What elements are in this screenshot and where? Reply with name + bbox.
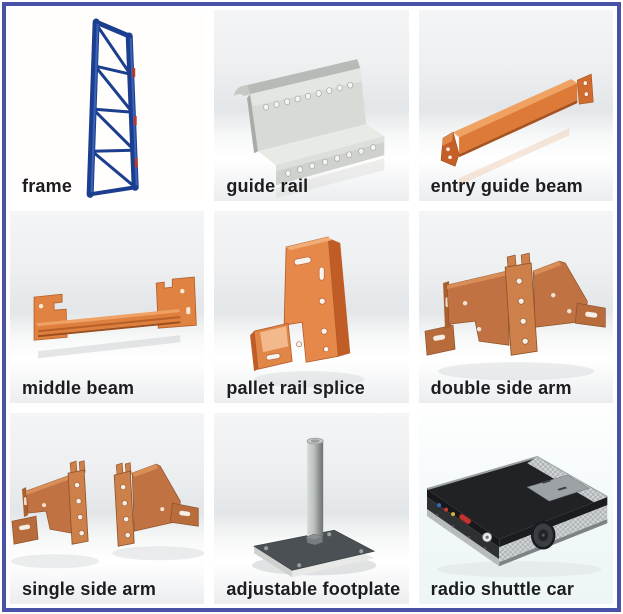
single-side-arm-product-image <box>10 413 205 604</box>
pallet-rail-splice-product-image <box>214 211 408 402</box>
pallet-rail-splice-illustration <box>250 236 365 388</box>
entry-guide-beam-illustration <box>440 73 594 186</box>
double-side-arm-product-image <box>419 211 613 402</box>
radio-shuttle-car-illustration <box>426 455 608 577</box>
product-label-middle-beam: middle beam <box>22 377 135 398</box>
double-side-arm-illustration <box>424 252 606 381</box>
product-cell-radio-shuttle-car: radio shuttle car <box>418 412 613 604</box>
entry-guide-beam-product-image <box>419 10 613 201</box>
product-label-adjustable-footplate: adjustable footplate <box>226 578 401 599</box>
adjustable-footplate-illustration <box>252 437 377 577</box>
product-label-radio-shuttle-car: radio shuttle car <box>430 578 575 599</box>
guide-rail-illustration <box>234 59 385 199</box>
adjustable-footplate-product-image <box>214 413 408 604</box>
frame-illustration <box>86 18 139 198</box>
product-grid: frame <box>6 6 617 608</box>
product-label-frame: frame <box>22 176 73 197</box>
product-label-guide-rail: guide rail <box>226 176 309 197</box>
product-label-entry-guide-beam: entry guide beam <box>430 176 583 197</box>
product-label-pallet-rail-splice: pallet rail splice <box>226 377 365 398</box>
product-cell-double-side-arm: double side arm <box>418 211 613 403</box>
single-side-arm-illustration <box>11 459 205 568</box>
product-cell-adjustable-footplate: adjustable footplate <box>214 412 409 604</box>
product-label-double-side-arm: double side arm <box>430 377 572 398</box>
radio-shuttle-car-product-image <box>419 413 613 604</box>
product-cell-pallet-rail-splice: pallet rail splice <box>214 211 409 403</box>
product-label-single-side-arm: single side arm <box>22 578 157 599</box>
middle-beam-illustration <box>33 277 197 359</box>
product-cell-middle-beam: middle beam <box>10 211 205 403</box>
frame-product-image <box>10 10 204 201</box>
product-cell-frame: frame <box>10 10 205 202</box>
product-cell-guide-rail: guide rail <box>214 10 409 202</box>
middle-beam-product-image <box>10 211 204 402</box>
product-cell-entry-guide-beam: entry guide beam <box>418 10 613 202</box>
product-cell-single-side-arm: single side arm <box>10 412 205 604</box>
guide-rail-product-image <box>214 10 408 201</box>
